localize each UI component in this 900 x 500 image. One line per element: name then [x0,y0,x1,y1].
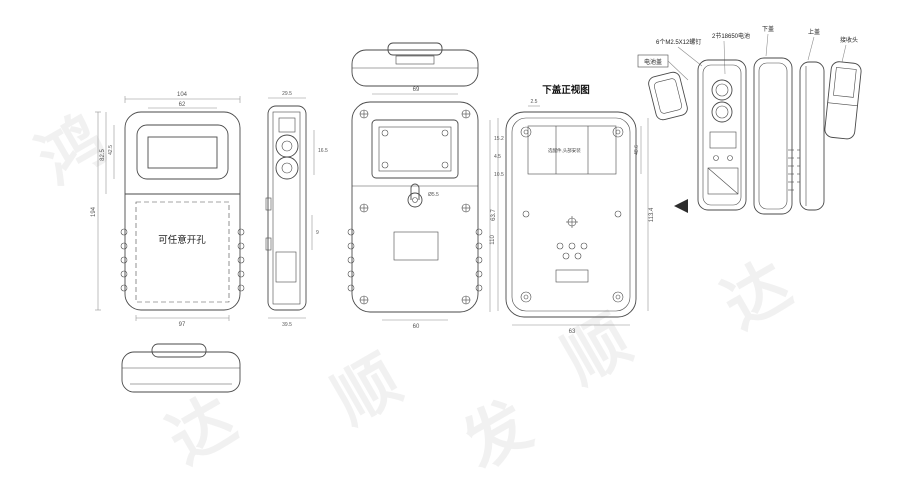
part-battery-cover [648,71,688,121]
dim-cover-right-inner: 48.6 [634,145,640,155]
callout-lower-cover: 下盖 [762,25,774,33]
screw-posts [520,126,624,303]
part-chassis-with-batteries [697,59,747,211]
battery-cover-screws [381,129,449,169]
dim-front-screen-height: 42.5 [108,145,114,155]
dim-back-hole: Ø5.5 [428,192,439,198]
dim-front-upper-height: 82.5 [100,149,106,161]
keyhole-slot [407,183,423,208]
watermark-text: 达 [156,383,247,477]
dim-cover-right-height: 113.4 [649,207,655,222]
dim-front-screen-width: 62 [179,102,186,108]
callout-screws: 6个M2.5X12螺钉 [656,38,701,46]
dim-side-mid: 16.5 [318,148,328,154]
dim-cover-bottom: 63 [569,329,576,335]
optional-note: 选配件,头部安装 [548,147,581,154]
dim-side-bottom: 39.5 [282,322,292,328]
callout-upper-cover: 上盖 [808,28,820,36]
bottom-cover-view-title: 下盖正视图 [542,84,590,96]
front-top-profile-view [121,343,241,393]
side-view: 29.5 16.5 9 39.5 [265,91,328,328]
bottom-cover-view: 下盖正视图 选配件,头部安装 2.5 113.4 48.6 63.7 6 [491,84,655,335]
watermark-text: 达 [711,248,802,342]
dim-back-bottom: 60 [413,324,420,330]
dim-side-top: 29.5 [282,91,292,97]
assembly-arrow-icon [674,199,688,213]
dim-front-opening-width: 97 [179,322,186,328]
back-view: Ø5.5 69 15.2 4.5 10.5 110 60 [347,87,504,330]
back-top-profile-view [351,42,479,87]
dim-side-inner: 9 [316,230,319,236]
front-hole-note: 可任意开孔 [158,234,206,246]
callout-receiver: 接收头 [840,36,858,44]
part-receiver-head [824,61,862,140]
callout-batteries: 2节18650电池 [712,32,750,40]
watermarks: 鸿 达 顺 发 顺 达 [26,103,802,482]
dim-front-height: 194 [91,206,97,217]
watermark-text: 顺 [321,343,412,437]
screw-icons [359,109,471,305]
dim-front-width: 104 [177,92,188,98]
part-upper-cover [797,61,825,211]
callout-battery-cover: 电池盖 [644,58,662,66]
front-view: 可任意开孔 104 62 194 82.5 42.5 97 [91,92,245,328]
dim-back-top: 69 [413,87,420,93]
exploded-view: 电池盖 6个M2.5X12螺钉 2节18650电池 下盖 上盖 接收头 [637,25,862,215]
dim-back-d1: 15.2 [494,136,504,142]
dim-back-d3: 10.5 [494,172,504,178]
dim-cover-left-height: 63.7 [491,209,497,221]
dim-back-height: 110 [490,235,496,245]
part-lower-cover [753,57,794,215]
watermark-text: 发 [451,388,542,482]
dim-back-d2: 4.5 [494,154,501,160]
dim-cover-corner: 2.5 [531,99,538,105]
